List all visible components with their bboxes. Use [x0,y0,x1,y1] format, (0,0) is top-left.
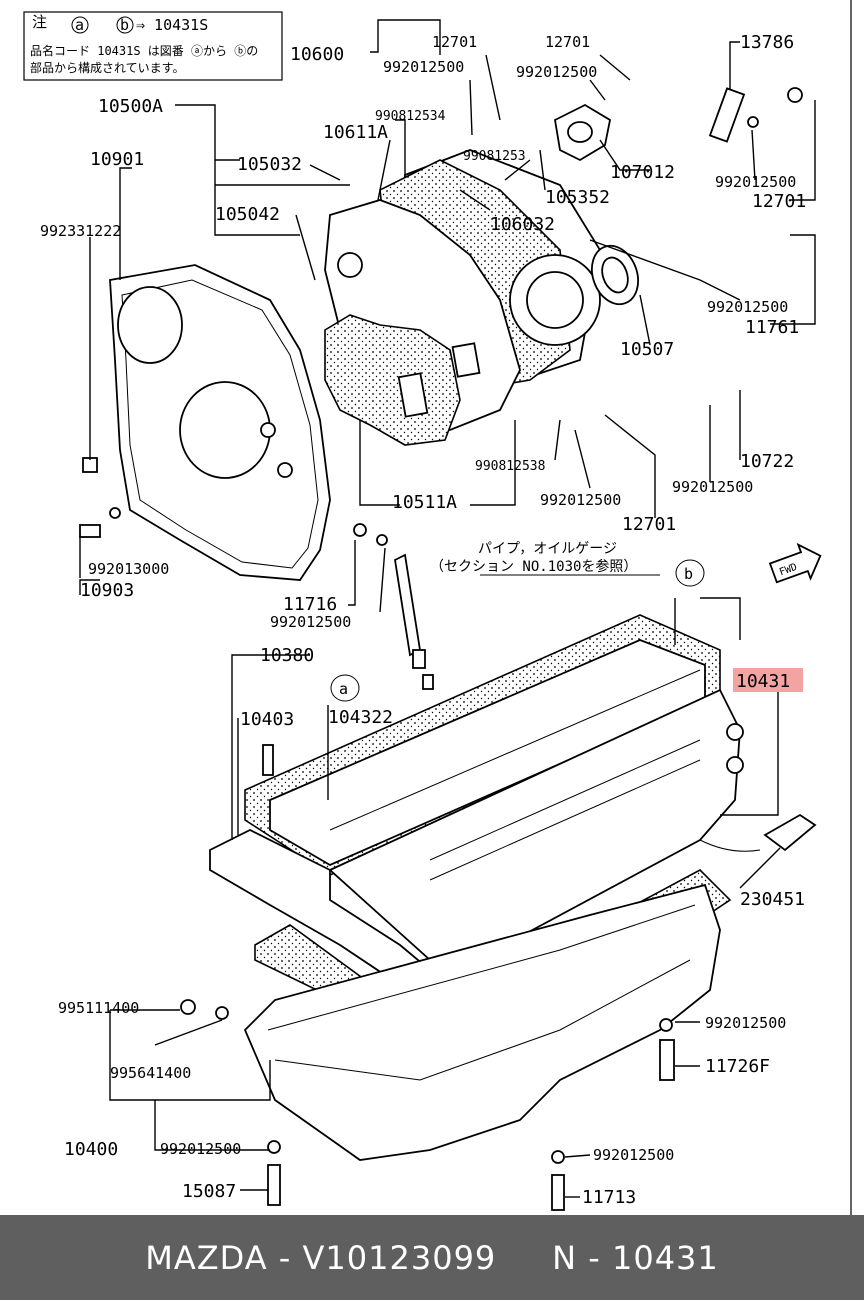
label-992012500-i: 992012500 [160,1140,241,1158]
marker-b: b [684,565,693,583]
label-106032: 106032 [490,214,555,235]
part-labels: 10600 12701 12701 13786 992012500 992012… [40,32,806,1208]
crankcase: a b [209,559,817,987]
label-995641400: 995641400 [110,1064,191,1082]
note-arrow-ref: ⇒ 10431S [136,16,208,34]
section-note: パイプ，オイルゲージ （セクション NO.1030を参照） [430,541,660,576]
label-11713: 11713 [582,1187,636,1208]
fwd-arrow: FWD [768,542,822,584]
label-10500A: 10500A [98,96,163,117]
label-230451: 230451 [740,889,805,910]
label-10903: 10903 [80,580,134,601]
timing-cover-assembly [324,87,803,446]
label-11716: 11716 [283,594,337,615]
leader-lines [79,19,816,1198]
label-992012500-a: 992012500 [383,58,464,76]
section-note-line-2: （セクション NO.1030を参照） [430,558,637,575]
label-10431: 10431 [736,671,790,692]
marker-a: a [339,680,348,698]
label-990812534-b: 99081253 [463,149,526,164]
label-992012500-d: 992012500 [707,298,788,316]
note-marker-a: a [75,16,84,34]
footer-bar: MAZDA - V10123099 N - 10431 [0,1215,864,1300]
label-107012: 107012 [610,162,675,183]
label-12701-top-a: 12701 [432,33,477,51]
note-marker-b: b [120,16,129,34]
label-104322: 104322 [328,707,393,728]
label-990812538: 990812538 [475,459,545,474]
label-992012500-b: 992012500 [516,63,597,81]
label-992012500-c: 992012500 [715,173,796,191]
label-105352: 105352 [545,187,610,208]
label-13786: 13786 [740,32,794,53]
label-15087: 15087 [182,1181,236,1202]
label-12701-bottom: 12701 [622,514,676,535]
label-992012500-h: 992012500 [705,1014,786,1032]
note-title: 注 [32,13,47,31]
label-10901: 10901 [90,149,144,170]
label-10507: 10507 [620,339,674,360]
label-992012500-e: 992012500 [540,491,621,509]
label-992331222: 992331222 [40,222,121,240]
note-box: 注 a b ⇒ 10431S 品名コード 10431S は図番 ⓐから ⓑの 部… [23,11,283,81]
label-992012500-g: 992012500 [270,613,351,631]
label-995111400: 995111400 [58,999,139,1017]
section-note-line-1: パイプ，オイルゲージ [478,541,617,557]
oil-pan-assembly [180,869,732,1211]
label-12701-right: 12701 [752,191,806,212]
label-992013000: 992013000 [88,560,169,578]
rear-plate [79,264,331,581]
footer-part-number: MAZDA - V10123099 N - 10431 [145,1238,719,1277]
label-105032: 105032 [237,154,302,175]
note-line-3: 部品から構成されています。 [30,60,184,75]
label-10511A: 10511A [392,492,457,513]
label-990812534-a: 990812534 [375,109,446,124]
label-10611A: 10611A [323,122,388,143]
label-10722: 10722 [740,451,794,472]
label-10600: 10600 [290,44,344,65]
label-12701-top-b: 12701 [545,33,590,51]
label-11761: 11761 [745,317,799,338]
label-10400: 10400 [64,1139,118,1160]
label-10380: 10380 [260,645,314,666]
label-992012500-j: 992012500 [593,1146,674,1164]
label-105042: 105042 [215,204,280,225]
highlight-10431 [733,668,803,692]
note-line-2: 品名コード 10431S は図番 ⓐから ⓑの [30,43,258,58]
exploded-parts-diagram: 注 a b ⇒ 10431S 品名コード 10431S は図番 ⓐから ⓑの 部… [23,0,852,1215]
label-992012500-f: 992012500 [672,478,753,496]
label-10403: 10403 [240,709,294,730]
oil-gauge-pipe [353,523,434,690]
label-11726F: 11726F [705,1056,770,1077]
